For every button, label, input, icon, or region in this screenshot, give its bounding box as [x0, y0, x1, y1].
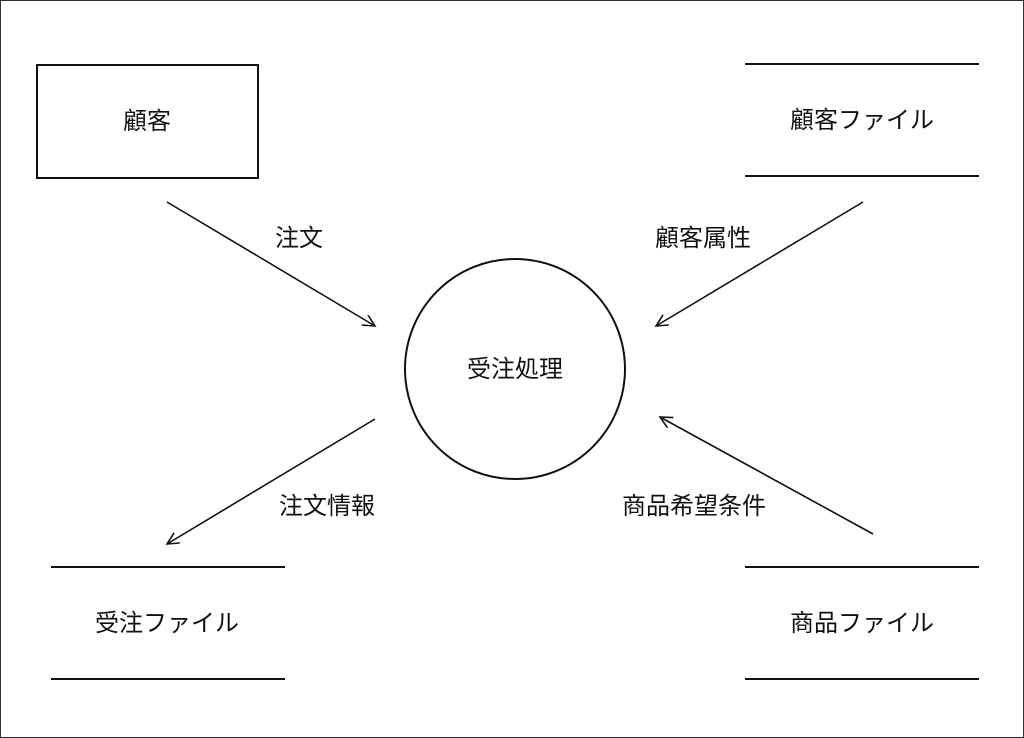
datastore-product-file: 商品ファイル [745, 566, 979, 680]
datastore-order-file: 受注ファイル [51, 566, 285, 680]
flow-product-request-conditions-arrow [660, 417, 874, 535]
flow-product-request-conditions-label: 商品希望条件 [622, 492, 766, 520]
flow-customer-attributes-arrow [656, 201, 864, 326]
flow-order-info-label: 注文情報 [279, 492, 375, 520]
entity-customer-box [36, 64, 259, 179]
flow-customer-attributes-label: 顧客属性 [655, 224, 751, 252]
flow-product-request-conditions: 商品希望条件 [622, 417, 874, 535]
datastore-product-file-label: 商品ファイル [790, 609, 934, 637]
process-label: 受注処理 [467, 355, 563, 383]
entity-customer-label: 顧客 [123, 107, 171, 135]
entity-customer: 顧客 [36, 64, 259, 179]
flow-order-arrow [166, 201, 375, 326]
datastore-order-file-label: 受注ファイル [95, 609, 239, 637]
datastore-customer-file-label: 顧客ファイル [790, 106, 934, 134]
process-order-processing: 受注処理 [404, 258, 626, 480]
datastore-customer-file: 顧客ファイル [745, 63, 979, 177]
process-circle [404, 258, 626, 480]
flow-order: 注文 [166, 201, 375, 326]
flow-order-label: 注文 [275, 224, 323, 252]
flow-order-info-arrow [167, 418, 376, 544]
flow-order-info: 注文情報 [167, 418, 376, 544]
flow-customer-attributes: 顧客属性 [655, 201, 864, 326]
